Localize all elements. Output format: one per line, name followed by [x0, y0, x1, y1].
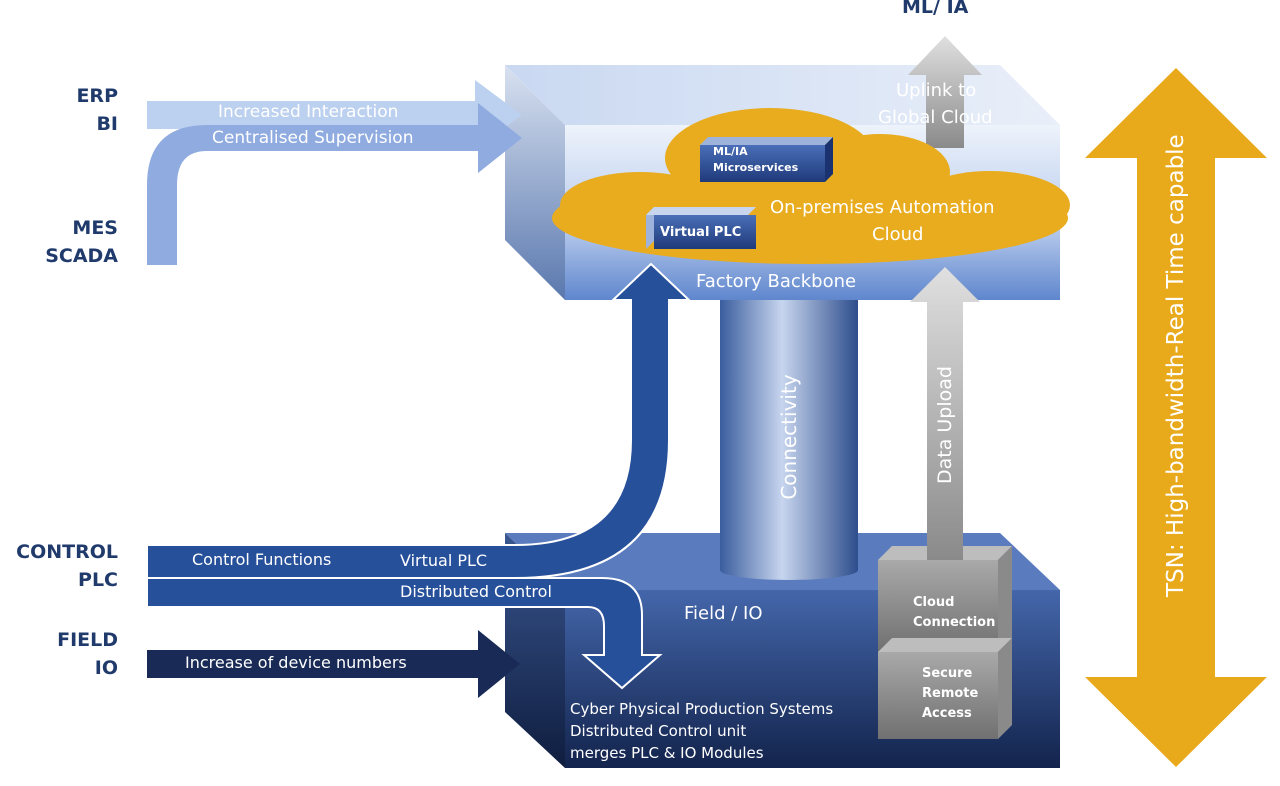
ml-box-text-1: ML/IA — [713, 145, 748, 158]
secure-text-1: Secure — [922, 666, 973, 681]
connectivity-cylinder — [720, 300, 858, 580]
label-erp: ERP — [76, 85, 118, 107]
secure-text-2: Remote — [922, 686, 979, 701]
cloud-title-1: On-premises Automation — [770, 197, 995, 218]
supervision-arrow — [147, 103, 522, 265]
label-field: FIELD — [57, 629, 118, 651]
secure-remote-access-box — [878, 638, 1012, 739]
cpps-text-1: Cyber Physical Production Systems — [570, 700, 834, 718]
text-virtual-plc-arrow: Virtual PLC — [400, 551, 488, 570]
interaction-arrow — [147, 80, 522, 150]
text-distributed-control: Distributed Control — [400, 582, 552, 601]
cpps-text-2: Distributed Control unit — [570, 722, 747, 740]
field-io-title: Field / IO — [684, 603, 763, 624]
ml-box-text-2: Microservices — [713, 161, 799, 174]
label-scada: SCADA — [45, 245, 118, 267]
virtual-plc-box — [646, 207, 756, 249]
cloud-connection-box — [878, 546, 1012, 652]
label-ml-ia: ML/ IA — [902, 0, 969, 18]
field-devices-arrow — [147, 630, 520, 698]
tsn-double-arrow — [1085, 68, 1267, 767]
data-upload-arrow — [910, 267, 980, 560]
label-control: CONTROL — [16, 541, 118, 563]
text-control-functions: Control Functions — [192, 550, 332, 569]
uplink-arrow — [908, 36, 982, 148]
cloud-title-2: Cloud — [872, 224, 924, 245]
control-arrow — [146, 262, 692, 579]
factory-backbone-label: Factory Backbone — [696, 271, 857, 292]
connectivity-label: Connectivity — [777, 374, 801, 500]
tsn-label: TSN: High-bandwidth-Real Time capable — [1163, 134, 1189, 597]
text-centralised-supervision: Centralised Supervision — [212, 128, 414, 148]
cloud-connection-text-2: Connection — [913, 615, 996, 630]
cpps-text-3: merges PLC & IO Modules — [570, 744, 764, 762]
label-bi: BI — [96, 113, 118, 135]
secure-text-3: Access — [922, 706, 972, 721]
text-increased-interaction: Increased Interaction — [218, 102, 399, 122]
label-io: IO — [94, 657, 118, 679]
virtual-plc-box-text: Virtual PLC — [660, 225, 742, 240]
label-mes: MES — [72, 217, 118, 239]
text-uplink-2: Global Cloud — [878, 107, 993, 128]
text-increase-devices: Increase of device numbers — [185, 653, 407, 672]
data-upload-label: Data Upload — [934, 366, 956, 484]
ml-microservices-box — [700, 137, 833, 182]
cloud-connection-text-1: Cloud — [913, 595, 955, 610]
text-uplink-1: Uplink to — [896, 80, 977, 101]
label-plc: PLC — [78, 569, 118, 591]
distributed-control-arrow — [146, 577, 663, 690]
